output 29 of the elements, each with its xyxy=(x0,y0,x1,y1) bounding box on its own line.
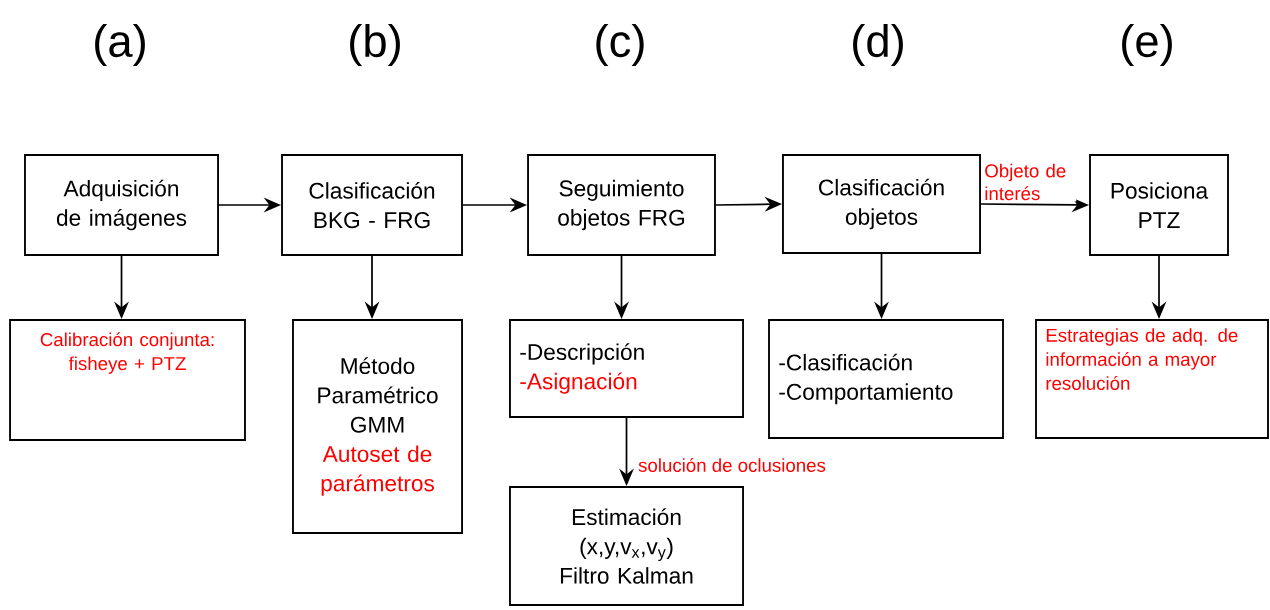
process-box xyxy=(527,154,716,256)
edge-label: Objeto de interés xyxy=(985,163,1066,201)
process-box xyxy=(24,154,219,256)
box-text: Posiciona PTZ xyxy=(1111,182,1209,228)
process-box xyxy=(1089,154,1229,256)
panel-label: (a) xyxy=(95,23,145,67)
panel-label: (e) xyxy=(1122,23,1172,67)
box-text: Método Paramétrico GMM Autoset de parámetros xyxy=(318,357,438,496)
process-box xyxy=(1035,319,1269,439)
panel-label: (c) xyxy=(596,23,644,67)
box-text: Adquisición de imágenes xyxy=(56,179,187,231)
process-box xyxy=(768,319,1004,439)
process-box xyxy=(509,319,744,418)
panel-label: (b) xyxy=(350,23,400,67)
box-text: Estrategias de adq. de información a mayor resolución xyxy=(1046,328,1238,390)
box-text: Seguimiento objetos FRG xyxy=(558,179,685,231)
process-box xyxy=(292,319,463,534)
box-text: -Descripción -Asignación xyxy=(520,343,644,394)
box-text: Calibración conjunta: fisheye + PTZ xyxy=(40,332,214,374)
process-box xyxy=(509,486,744,606)
box-text: -Clasificación -Comportamiento xyxy=(779,353,953,405)
box-text: Clasificación objetos xyxy=(819,178,944,230)
process-box xyxy=(782,154,981,254)
edge-label: solución de oclusiones xyxy=(638,458,826,472)
box-text: Clasificación BKG - FRG xyxy=(309,181,435,229)
box-text: Estimación (x,y,v$_{x}$,v$_{y}$) Filtro Kalman xyxy=(561,508,693,584)
process-box xyxy=(9,319,246,441)
panel-label: (d) xyxy=(853,23,903,67)
process-box xyxy=(281,154,463,256)
